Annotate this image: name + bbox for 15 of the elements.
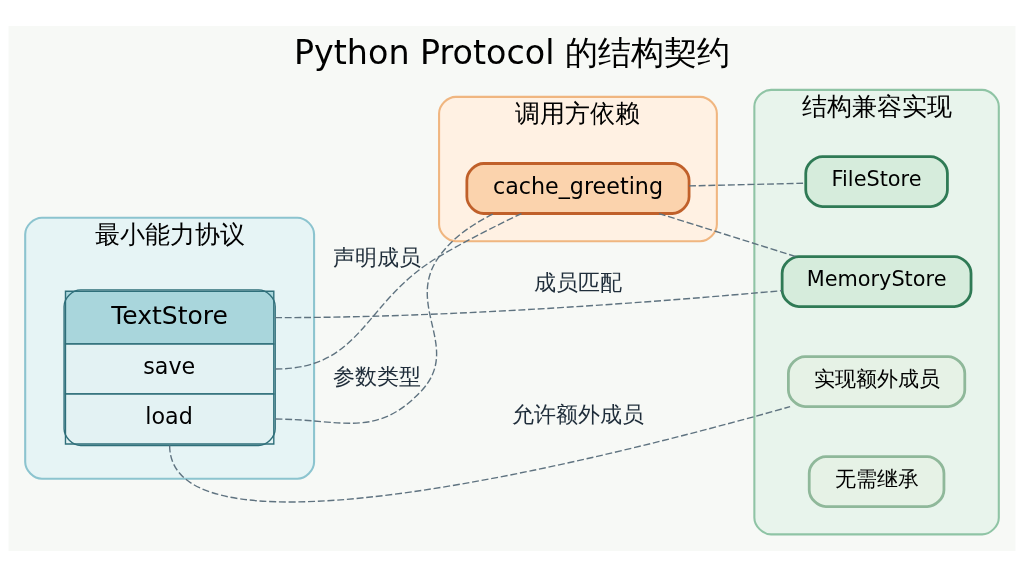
connector [274, 212, 495, 424]
connector [274, 289, 783, 318]
node-box: 实现额外成员 [787, 354, 967, 408]
connector [168, 405, 791, 503]
diagram-title: Python Protocol 的结构契约 [293, 32, 731, 72]
node-box: MemoryStore [780, 254, 973, 308]
edge-label: 允许额外成员 [511, 400, 644, 427]
connector [274, 212, 523, 370]
connector [658, 212, 797, 257]
edge-label: 成员匹配 [533, 268, 622, 295]
node-box: 无需继承 [807, 454, 946, 508]
edge-label: 声明成员 [332, 243, 421, 270]
edge-label: 参数类型 [332, 362, 421, 389]
node-box: cache_greeting [465, 161, 691, 215]
node-box: FileStore [804, 154, 949, 208]
